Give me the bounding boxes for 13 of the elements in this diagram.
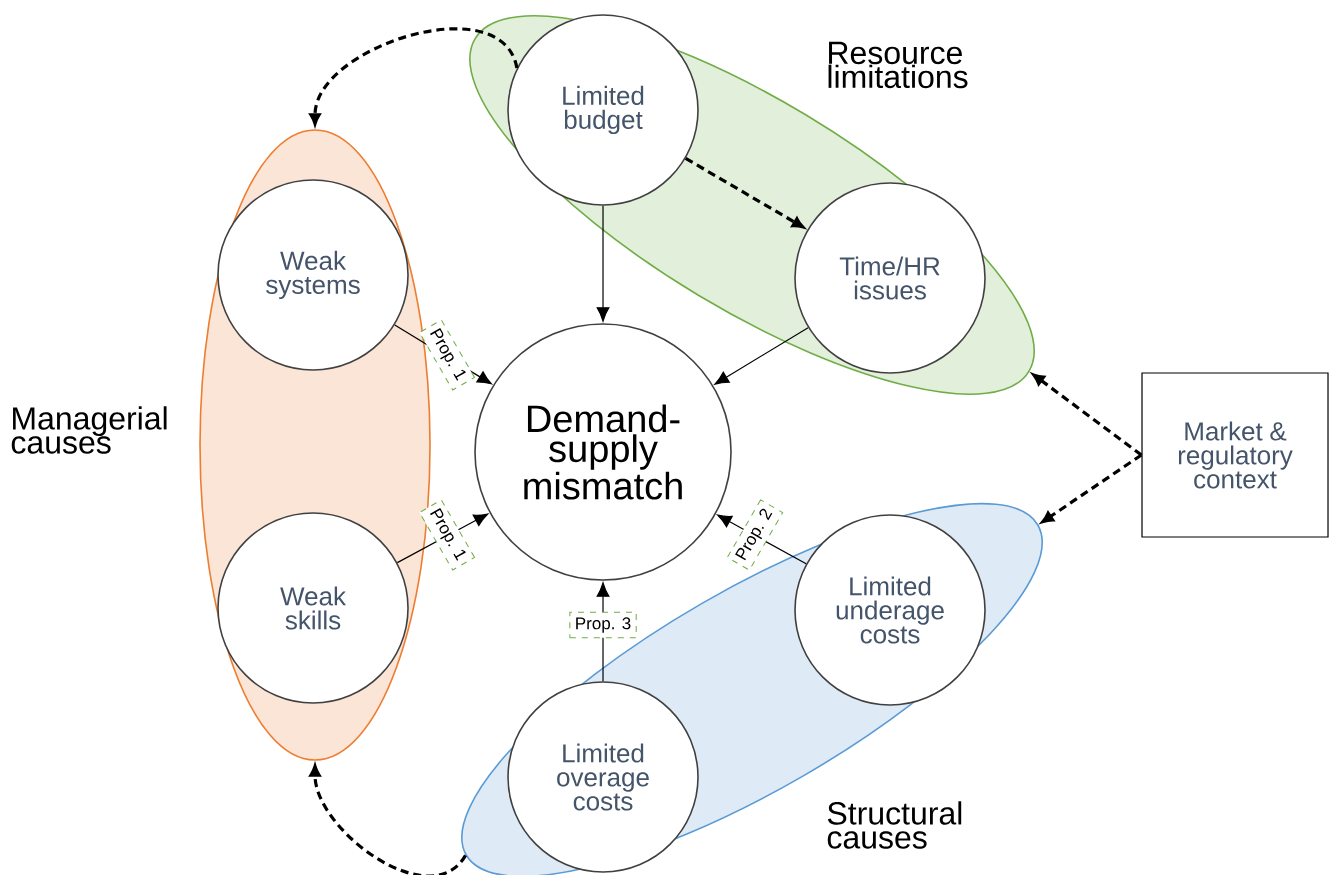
group-label: Resource limitations bbox=[828, 41, 968, 89]
arrow bbox=[396, 513, 489, 564]
arrow bbox=[714, 327, 809, 385]
context-box: Market & regulatory context bbox=[1141, 372, 1329, 538]
group-label: Structural causes bbox=[827, 801, 962, 849]
arrow bbox=[596, 205, 610, 322]
arrow bbox=[596, 582, 610, 682]
arrow bbox=[309, 27, 519, 126]
arrow bbox=[1032, 373, 1143, 457]
group-label: Managerial causes bbox=[11, 406, 167, 454]
arrow bbox=[1041, 453, 1143, 523]
edge-label: Prop. 3 bbox=[569, 611, 637, 639]
arrow bbox=[309, 764, 467, 875]
